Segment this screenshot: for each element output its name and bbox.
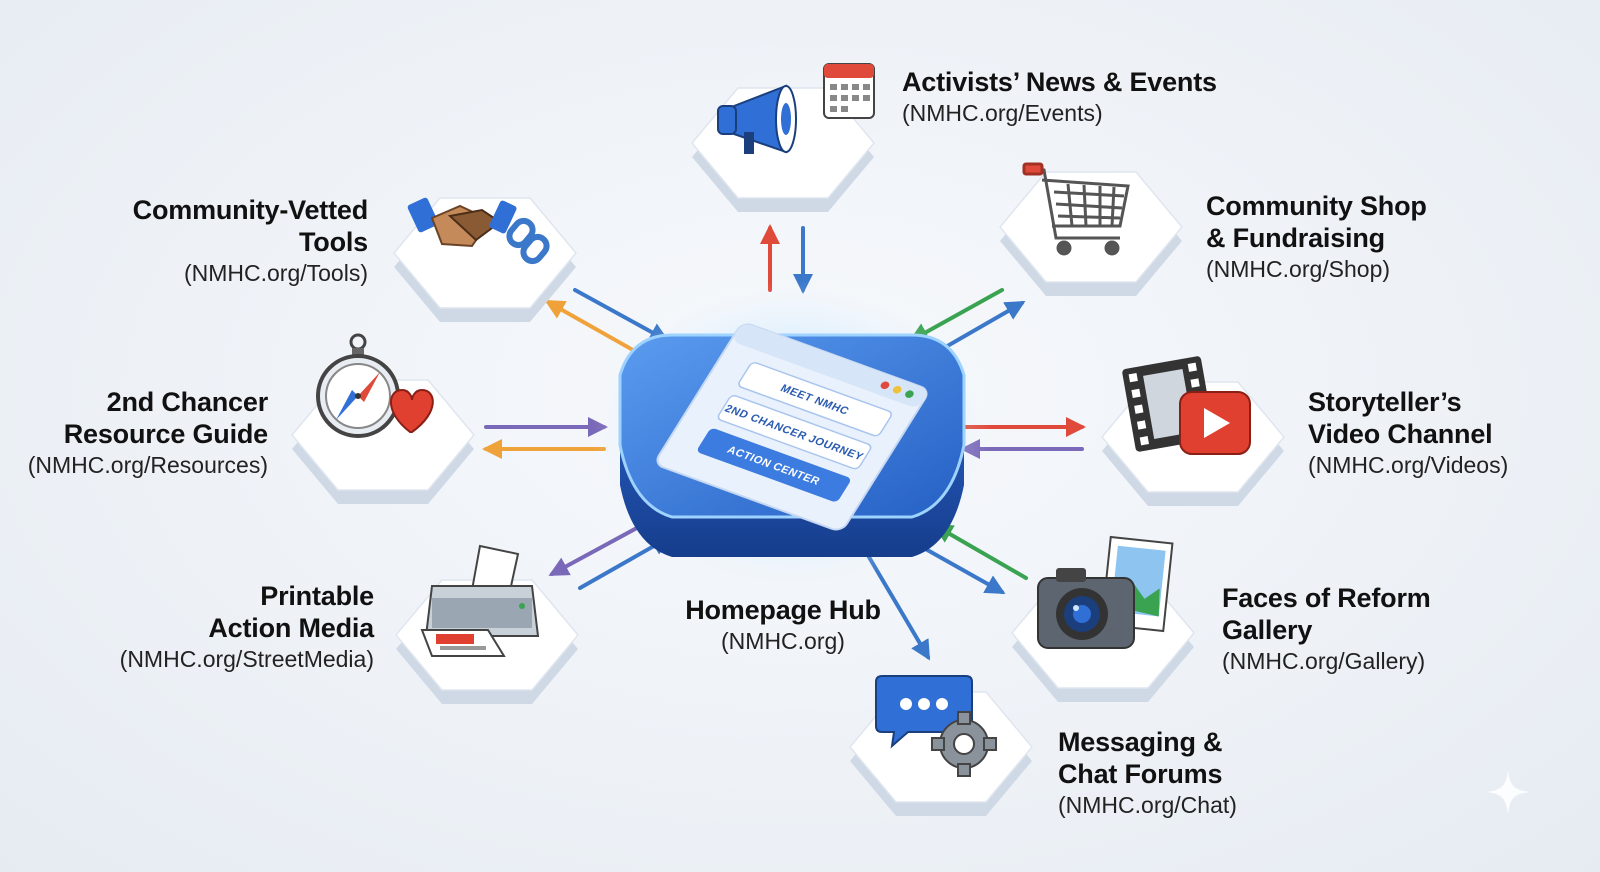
tools-tile[interactable] bbox=[390, 178, 580, 338]
printer-icon bbox=[420, 544, 540, 657]
megaphone-calendar-icon bbox=[717, 63, 875, 154]
resources-tile[interactable] bbox=[288, 333, 478, 520]
events-tile[interactable] bbox=[688, 63, 878, 228]
tools-label: Community-Vetted Tools (NMHC.org/Tools) bbox=[132, 195, 369, 286]
arrow-from-gallery bbox=[932, 523, 1028, 580]
videos-label: Storyteller’s Video Channel (NMHC.org/Vi… bbox=[1308, 387, 1509, 478]
hub-label: Homepage Hub (NMHC.org) bbox=[676, 594, 890, 656]
handshake-link-icon bbox=[407, 197, 550, 265]
sparkle-icon bbox=[1486, 770, 1530, 814]
chat-tile[interactable] bbox=[846, 672, 1036, 832]
chat-label: Messaging & Chat Forums (NMHC.org/Chat) bbox=[1058, 727, 1237, 818]
shop-tile[interactable] bbox=[996, 152, 1186, 312]
gallery-tile[interactable] bbox=[1008, 535, 1198, 718]
streetmedia-tile[interactable] bbox=[392, 544, 582, 720]
hub-title: Homepage Hub bbox=[685, 595, 881, 625]
shopping-cart-icon bbox=[1022, 162, 1130, 256]
videos-tile[interactable] bbox=[1098, 356, 1288, 522]
gallery-label: Faces of Reform Gallery (NMHC.org/Galler… bbox=[1222, 583, 1431, 674]
events-label: Activists’ News & Events (NMHC.org/Event… bbox=[902, 67, 1217, 126]
film-play-icon bbox=[1122, 356, 1251, 455]
homepage-hub[interactable]: MEET NMHC 2ND CHANCER JOURNEY ACTION CEN… bbox=[592, 280, 992, 590]
arrow-to-tools bbox=[544, 300, 642, 356]
streetmedia-label: Printable Action Media (NMHC.org/StreetM… bbox=[119, 581, 375, 672]
arrow-to-streetmedia bbox=[548, 521, 648, 576]
resources-label: 2nd Chancer Resource Guide (NMHC.org/Res… bbox=[27, 387, 268, 478]
shop-label: Community Shop & Fundraising (NMHC.org/S… bbox=[1206, 191, 1427, 282]
compass-heart-icon bbox=[316, 333, 434, 438]
camera-picture-icon bbox=[1037, 535, 1174, 649]
chat-gear-icon bbox=[875, 675, 997, 777]
hub-url: (NMHC.org) bbox=[721, 628, 845, 654]
